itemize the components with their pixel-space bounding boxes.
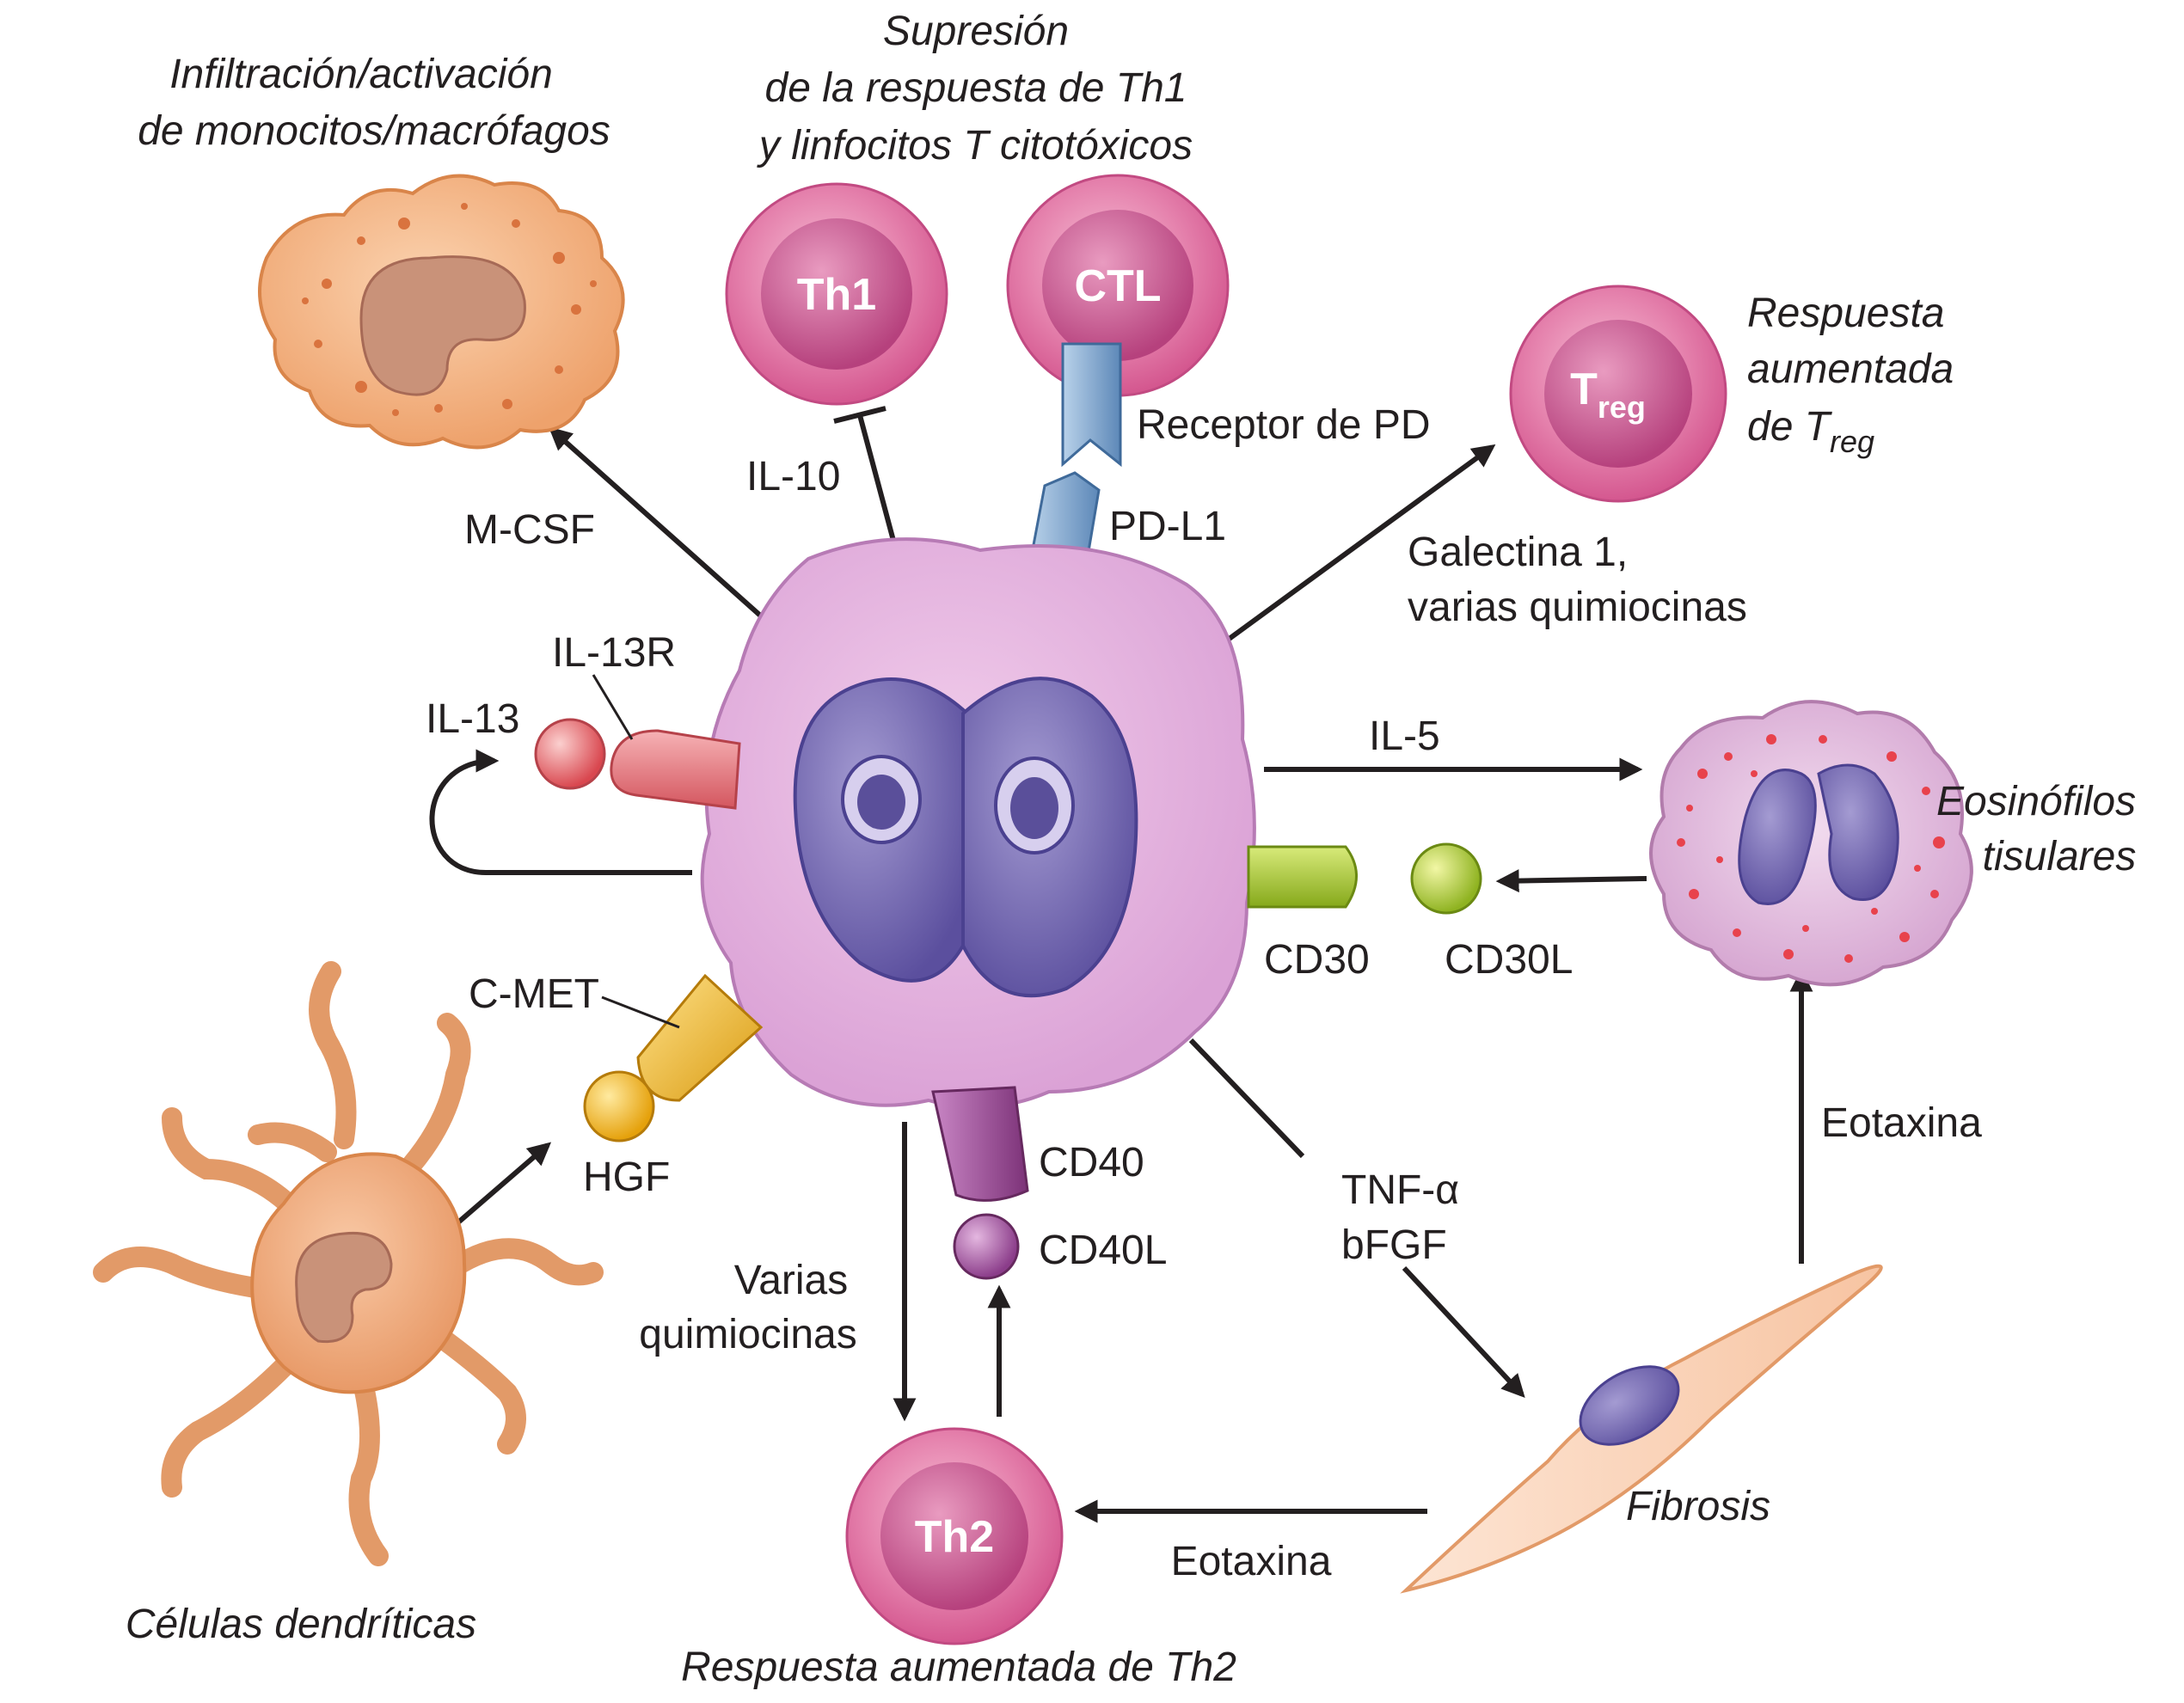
dendritic-cell-icon: [93, 961, 604, 1566]
suppression-title-3: y linfocitos T citotóxicos: [757, 123, 1193, 168]
pd-receptor-label: Receptor de PD: [1137, 402, 1431, 448]
eotaxina-right-label: Eotaxina: [1821, 1100, 1982, 1146]
il13r-leader: [592, 674, 634, 740]
labels: Infiltración/activación de monocitos/mac…: [126, 9, 2136, 1690]
hgf-ball-icon: [583, 1070, 655, 1142]
suppression-title-2: de la respuesta de Th1: [765, 65, 1187, 111]
cd30l-ball-icon: [1410, 842, 1482, 915]
macrophage-title-2: de monocitos/macrófagos: [138, 108, 610, 154]
arrow-il13-loop: [429, 749, 692, 875]
svg-text:Treg: Treg: [1570, 364, 1646, 425]
inhibit-il10: [857, 414, 899, 551]
cd30-icon: [1247, 845, 1358, 909]
cmet-leader: [601, 995, 680, 1029]
fibrosis-title: Fibrosis: [1626, 1484, 1770, 1529]
il13r-label: IL-13R: [552, 630, 676, 676]
cmet-icon: [636, 973, 764, 1102]
th2-label: Th2: [915, 1512, 994, 1562]
tnf-label: TNF-α: [1341, 1167, 1459, 1213]
suppression-title-1: Supresión: [883, 9, 1069, 54]
il13r-icon: [610, 729, 741, 810]
varias-quimiocinas-2: quimiocinas: [639, 1312, 856, 1357]
treg-resp-3-sub: reg: [1830, 424, 1874, 459]
arrow-mcsf: [548, 426, 776, 630]
dendritic-title: Células dendríticas: [126, 1602, 476, 1647]
pd-receptor-icon: [1061, 342, 1122, 468]
th1-label: Th1: [797, 270, 876, 320]
ctl-cell-icon: CTL: [1006, 174, 1230, 397]
cd30-label: CD30: [1264, 937, 1370, 983]
eotaxina-bottom-label: Eotaxina: [1171, 1539, 1332, 1584]
arrow-tnf-lower: [1402, 1265, 1525, 1398]
il10-label: IL-10: [746, 454, 840, 499]
arrow-tnf-upper: [1188, 1038, 1305, 1159]
fibroblast-icon: [1400, 1264, 1883, 1594]
galectina-label-1: Galectina 1,: [1408, 530, 1628, 575]
il5-label: IL-5: [1369, 714, 1440, 759]
treg-sub-label: reg: [1598, 389, 1646, 425]
ctl-label: CTL: [1074, 261, 1161, 311]
cd40-icon: [931, 1086, 1029, 1202]
inhibit-il10-bar: [833, 406, 886, 424]
galectina-label-2: varias quimiocinas: [1408, 585, 1747, 630]
treg-resp-1: Respuesta: [1747, 291, 1944, 336]
svg-text:de Treg: de Treg: [1747, 404, 1874, 459]
eosinophils-title-2: tisulares: [1983, 834, 2137, 879]
il13-label: IL-13: [426, 696, 519, 742]
cd30l-label: CD30L: [1445, 937, 1573, 983]
varias-quimiocinas-1: Varias: [734, 1258, 849, 1303]
treg-cell-icon: Treg: [1509, 285, 1727, 503]
treg-resp-2: aumentada: [1747, 346, 1954, 392]
treg-resp-3: de T: [1747, 404, 1833, 450]
il13-ball-icon: [534, 718, 606, 790]
th2-cell-icon: Th2: [845, 1427, 1064, 1645]
cd40-label: CD40: [1039, 1140, 1144, 1185]
arrow-cd30l: [1495, 869, 1647, 893]
eosinophil-icon: [1649, 700, 1973, 987]
th2-response-title: Respuesta aumentada de Th2: [681, 1645, 1236, 1690]
treg-label: T: [1570, 364, 1598, 414]
cmet-label: C-MET: [469, 971, 599, 1017]
hrs-cell-icon: [700, 537, 1256, 1109]
arrows: [429, 406, 1813, 1523]
mcsf-label: M-CSF: [464, 507, 595, 553]
bfgf-label: bFGF: [1341, 1222, 1447, 1268]
pdl1-label: PD-L1: [1109, 504, 1226, 549]
macrophage-icon: [258, 174, 625, 450]
th1-cell-icon: Th1: [725, 182, 948, 406]
eosinophils-title-1: Eosinófilos: [1936, 779, 2136, 824]
macrophage-title-1: Infiltración/activación: [169, 52, 553, 97]
cd40l-ball-icon: [953, 1213, 1020, 1280]
hgf-label: HGF: [583, 1155, 670, 1200]
cd40l-label: CD40L: [1039, 1228, 1167, 1273]
arrow-galectina: [1219, 444, 1496, 647]
